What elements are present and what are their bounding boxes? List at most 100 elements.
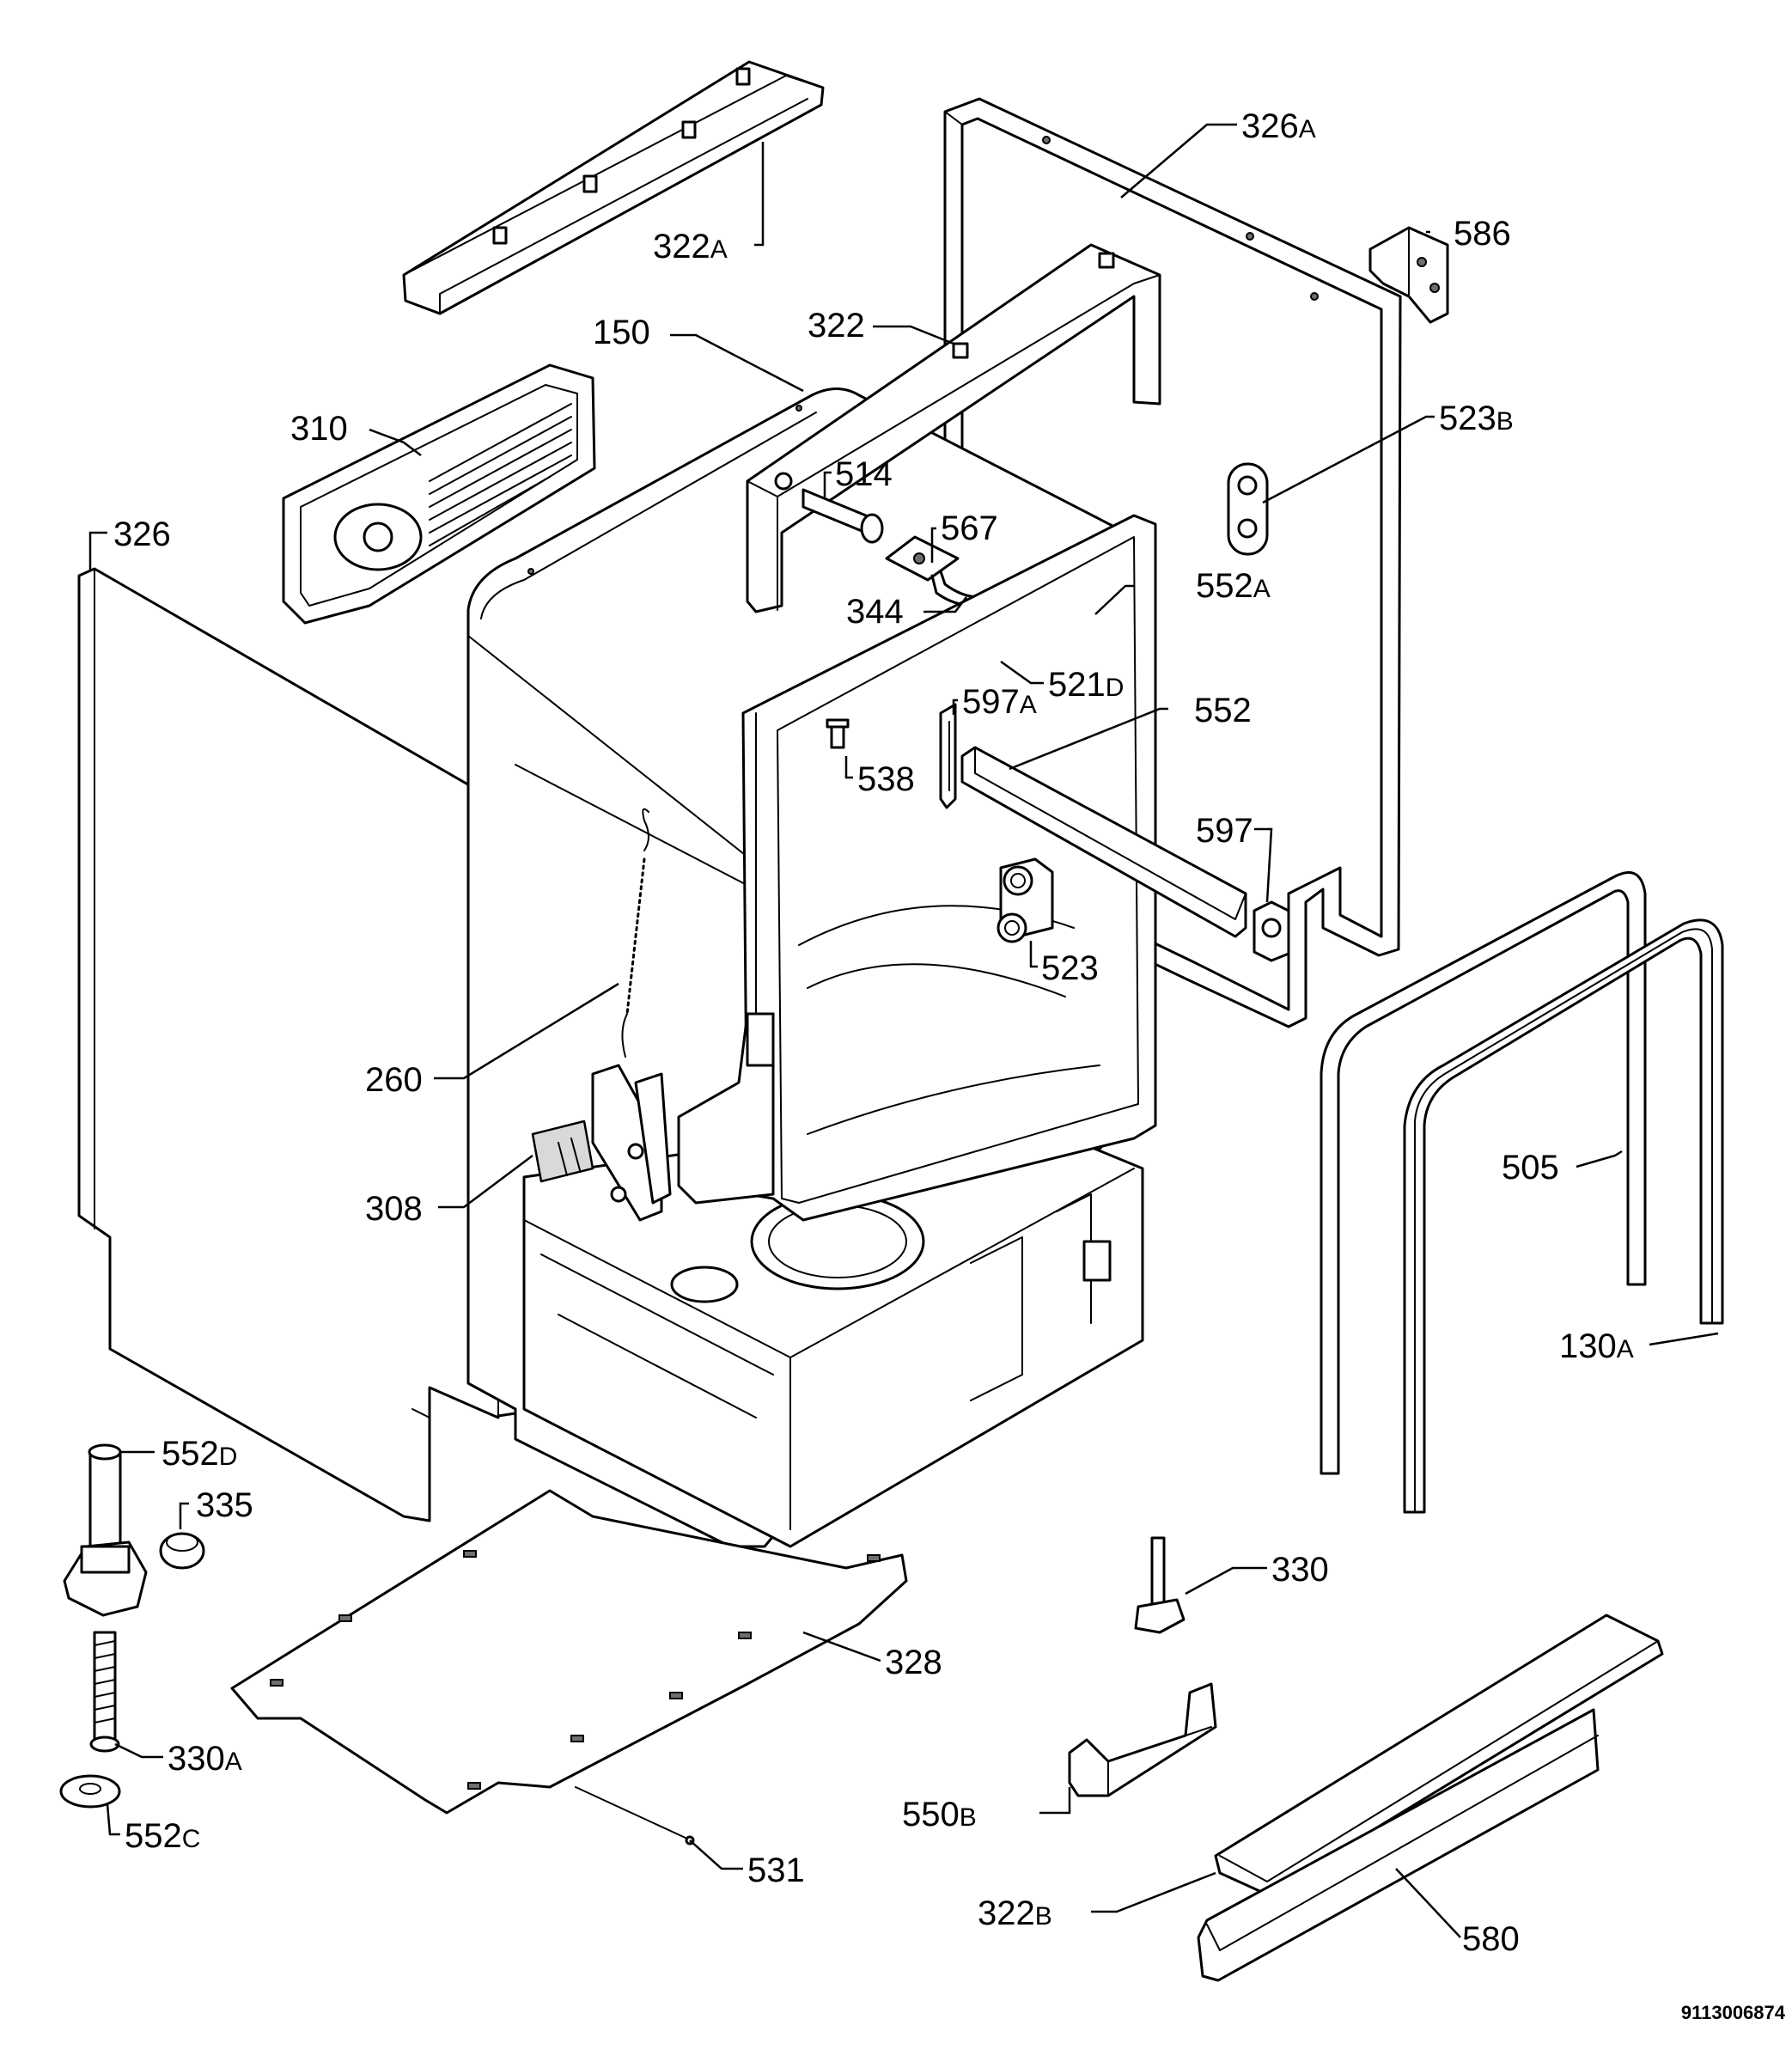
- part-580-kick-plate: [1197, 1708, 1600, 1982]
- part-597-stop: [1253, 900, 1290, 962]
- part-550b-bracket: [1068, 1682, 1217, 1797]
- part-number: 130: [1559, 1327, 1617, 1365]
- part-label-523: 523: [1041, 949, 1099, 987]
- part-number: 260: [365, 1061, 423, 1099]
- part-number: 322: [808, 307, 865, 345]
- part-suffix: B: [1496, 407, 1514, 436]
- part-suffix: C: [182, 1825, 201, 1853]
- part-label-326: 326: [113, 516, 171, 553]
- part-number: 322: [653, 228, 710, 265]
- part-322a-top-rail: [402, 60, 825, 315]
- part-label-260: 260: [365, 1061, 423, 1099]
- part-label-552: 552: [1194, 692, 1252, 729]
- part-label-330a: 330A: [168, 1740, 242, 1778]
- part-322b-rail: [1214, 1614, 1664, 1896]
- part-number: 150: [593, 314, 650, 351]
- part-label-322: 322: [808, 307, 865, 345]
- part-label-514: 514: [835, 455, 893, 493]
- part-number: 330: [1271, 1551, 1329, 1589]
- part-label-521d: 521D: [1048, 666, 1124, 704]
- part-number: 310: [290, 410, 348, 448]
- part-label-328: 328: [885, 1644, 942, 1681]
- part-label-586: 586: [1454, 215, 1511, 253]
- part-335-gear: [159, 1532, 205, 1570]
- part-number: 586: [1454, 215, 1511, 253]
- part-suffix: A: [225, 1748, 242, 1776]
- part-567-clip: [885, 535, 960, 582]
- part-number: 597: [1196, 812, 1253, 850]
- part-number: 326: [1241, 107, 1299, 145]
- part-505-seal: [1320, 871, 1647, 1475]
- part-label-523b: 523B: [1439, 400, 1514, 437]
- part-531-wire: [575, 1786, 695, 1845]
- part-number: 550: [902, 1796, 960, 1833]
- part-label-552c: 552C: [125, 1817, 200, 1855]
- part-number: 335: [196, 1486, 253, 1524]
- part-number: 567: [941, 509, 998, 547]
- part-552c-disc: [59, 1774, 121, 1809]
- part-number: 328: [885, 1644, 942, 1681]
- part-number: 552: [125, 1817, 182, 1855]
- door-hinge-arm: [677, 1012, 775, 1205]
- part-number: 552: [1194, 692, 1252, 729]
- diagram-reference-number: 9113006874: [1681, 2002, 1786, 2023]
- part-322-top-frame: [746, 243, 1161, 613]
- part-label-130a: 130A: [1559, 1327, 1634, 1365]
- part-number: 552: [1196, 567, 1253, 605]
- part-suffix: A: [1020, 691, 1037, 719]
- part-number: 330: [168, 1740, 225, 1778]
- part-number: 326: [113, 516, 171, 553]
- part-label-550b: 550B: [902, 1796, 977, 1833]
- part-number: 344: [846, 593, 904, 631]
- part-552-rail: [960, 746, 1247, 938]
- part-number: 514: [835, 455, 893, 493]
- part-label-567: 567: [941, 509, 998, 547]
- part-label-322a: 322A: [653, 228, 728, 265]
- part-number: 531: [747, 1852, 805, 1889]
- part-suffix: A: [1253, 575, 1271, 603]
- part-suffix: A: [710, 235, 728, 264]
- part-552d-foot: [63, 1443, 148, 1617]
- part-number: 322: [978, 1894, 1035, 1932]
- part-suffix: B: [1035, 1902, 1052, 1931]
- part-label-335: 335: [196, 1486, 253, 1524]
- part-label-552d: 552D: [162, 1435, 237, 1473]
- part-597a-latch: [939, 703, 957, 809]
- part-330-foot: [1134, 1536, 1186, 1634]
- part-number: 505: [1502, 1149, 1559, 1187]
- part-523-rollers: [997, 857, 1054, 943]
- part-538-screw: [826, 718, 850, 749]
- part-label-538: 538: [857, 760, 915, 798]
- part-suffix: A: [1617, 1335, 1634, 1363]
- part-label-150: 150: [593, 314, 650, 351]
- part-number: 580: [1462, 1920, 1520, 1958]
- part-suffix: D: [219, 1443, 238, 1471]
- part-label-330: 330: [1271, 1551, 1329, 1589]
- part-label-552a: 552A: [1196, 567, 1271, 605]
- part-326-side-panel: [77, 567, 517, 1522]
- part-514-pin: [802, 488, 884, 544]
- part-308-hinge: [531, 1064, 672, 1222]
- part-label-597: 597: [1196, 812, 1253, 850]
- part-number: 597: [962, 683, 1020, 721]
- part-label-308: 308: [365, 1190, 423, 1228]
- part-number: 308: [365, 1190, 423, 1228]
- part-label-531: 531: [747, 1852, 805, 1889]
- part-number: 523: [1439, 400, 1496, 437]
- part-586-bracket: [1368, 226, 1449, 324]
- part-number: 552: [162, 1435, 219, 1473]
- part-number: 523: [1041, 949, 1099, 987]
- part-260-spring: [621, 808, 649, 1058]
- part-suffix: D: [1106, 674, 1125, 702]
- part-number: 521: [1048, 666, 1106, 704]
- part-label-505: 505: [1502, 1149, 1559, 1187]
- part-523b-bracket: [1227, 462, 1269, 556]
- part-label-322b: 322B: [978, 1894, 1052, 1932]
- part-label-326a: 326A: [1241, 107, 1316, 145]
- part-label-597a: 597A: [962, 683, 1037, 721]
- part-label-344: 344: [846, 593, 904, 631]
- part-suffix: A: [1299, 115, 1316, 143]
